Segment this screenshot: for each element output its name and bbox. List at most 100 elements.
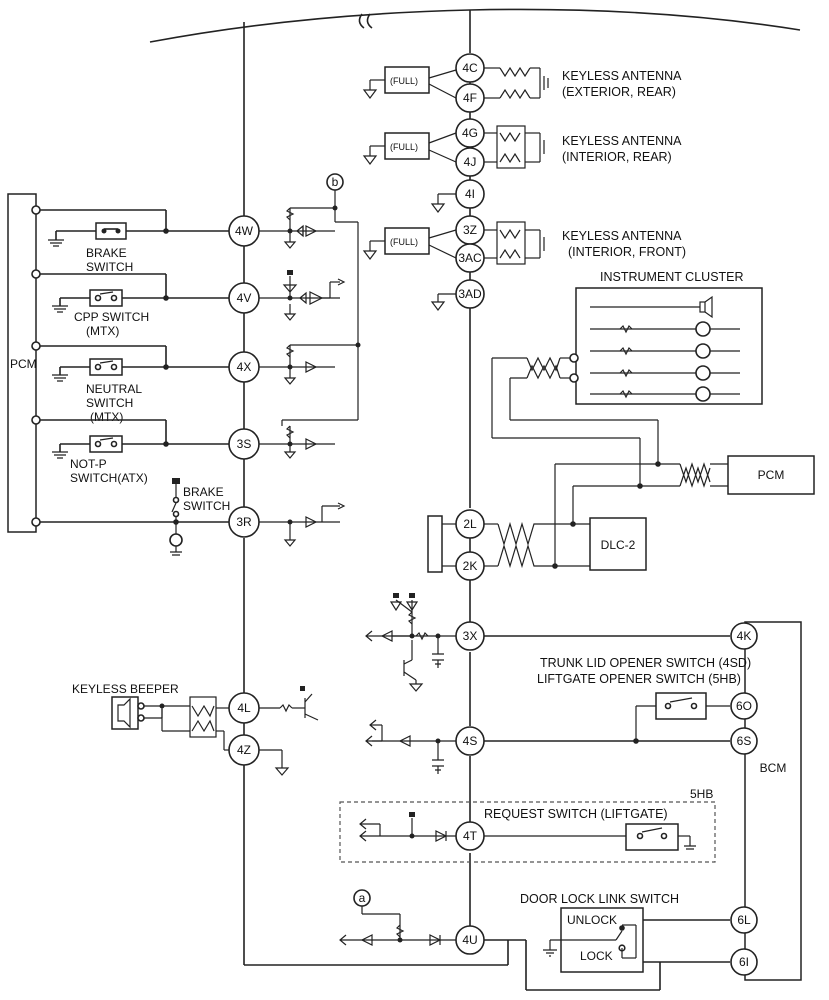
liftgate-option-box [339, 801, 716, 863]
pin-4i-label: 4I [465, 187, 475, 201]
connector-pins: 4C 4F 4G 4J 4I 3Z 3AC 3AD 4W 4V 4X 3S 3R… [228, 53, 758, 976]
liftgate-opener-label: LIFTGATE OPENER SWITCH (5HB) [537, 672, 741, 686]
antenna-int-front-label-1: KEYLESS ANTENNA [562, 229, 682, 243]
pin-4z [228, 734, 260, 766]
request-switch-label: REQUEST SWITCH (LIFTGATE) [484, 807, 668, 821]
instrument-cluster-label: INSTRUMENT CLUSTER [600, 270, 744, 284]
pcm-box-right [727, 455, 815, 495]
brake-switch-label-2: SWITCH [86, 260, 133, 274]
pin-4l-label: 4L [237, 701, 251, 715]
neutral-switch-label-2: SWITCH [86, 396, 133, 410]
pin-6o [730, 692, 758, 720]
pin-3ad-label: 3AD [458, 287, 482, 301]
keyless-antenna-interior-rear: (FULL) KEYLESS ANTENNA (INTERIOR, REAR) [362, 125, 682, 213]
pcm-left-label: PCM [10, 357, 37, 371]
full-label-3: (FULL) [390, 237, 418, 247]
ref-b-label: b [332, 175, 339, 189]
pin-3s-label: 3S [237, 437, 252, 451]
pin-4x-label: 4X [237, 360, 252, 374]
keyless-beeper: KEYLESS BEEPER [72, 682, 230, 751]
pin-2k-label: 2K [463, 559, 478, 573]
bcm-label: BCM [760, 761, 787, 775]
pin-4k-label: 4K [737, 629, 752, 643]
pin-4u [455, 925, 485, 955]
pcm-right-label: PCM [758, 468, 785, 482]
keyless-beeper-label: KEYLESS BEEPER [72, 682, 179, 696]
brake-switch-b-label: BRAKE [183, 485, 224, 499]
brake-switch-symbol [95, 222, 127, 240]
ref-b-circle [326, 173, 344, 191]
antenna-ext-rear-label-1: KEYLESS ANTENNA [562, 69, 682, 83]
neutral-switch-label: NEUTRAL [86, 382, 142, 396]
pin-6l [730, 906, 758, 934]
pin-6s-label: 6S [737, 734, 752, 748]
full-label-1: (FULL) [390, 76, 418, 86]
pin-2k [455, 551, 485, 581]
5hb-label: 5HB [690, 787, 713, 801]
unlock-label: UNLOCK [567, 913, 617, 927]
pin-3z-label: 3Z [463, 223, 477, 237]
pin-4z-label: 4Z [237, 743, 251, 757]
pin-3x-label: 3X [463, 629, 478, 643]
pin-6i-label: 6I [739, 955, 749, 969]
pin-4g-label: 4G [462, 126, 478, 140]
pin-4t-label: 4T [463, 829, 478, 843]
pin-4j-label: 4J [464, 155, 477, 169]
pcm-box-left [7, 193, 37, 533]
neutral-switch-label-3: (MTX) [90, 410, 123, 424]
pin-4x [228, 351, 260, 383]
pin-3ad [455, 279, 485, 309]
pin-4v-label: 4V [237, 291, 252, 305]
pin-6l-label: 6L [737, 913, 751, 927]
antenna-int-rear-label-1: KEYLESS ANTENNA [562, 134, 682, 148]
brake-switch-b-label-2: SWITCH [183, 499, 230, 513]
connector-2l-2k [427, 515, 443, 573]
door-lock-link-label: DOOR LOCK LINK SWITCH [520, 892, 679, 906]
trunk-liftgate-switch [655, 692, 707, 720]
pin-4k [730, 622, 758, 650]
trunk-opener-label: TRUNK LID OPENER SWITCH (4SD) [540, 656, 751, 670]
notp-switch-label-2: SWITCH(ATX) [70, 471, 148, 485]
keyless-antenna-interior-front: (FULL) KEYLESS ANTENNA (INTERIOR, FRONT) [362, 221, 686, 311]
pin-6s [730, 727, 758, 755]
pin-3r [228, 506, 260, 538]
pin-4w [228, 215, 260, 247]
cpp-switch-label-2: (MTX) [86, 324, 119, 338]
pin-4w-label: 4W [235, 224, 254, 238]
full-box-3 [384, 227, 430, 255]
pin-4v [228, 282, 260, 314]
ref-a-label: a [359, 891, 366, 905]
pin-3ac-label: 3AC [458, 251, 482, 265]
pin-4t [455, 821, 485, 851]
harness-curve [149, 8, 801, 43]
pin-3s [228, 428, 260, 460]
pin-3x [455, 621, 485, 651]
keyless-antenna-exterior-rear: (FULL) KEYLESS ANTENNA (EXTERIOR, REAR) [362, 66, 682, 100]
notp-switch-label: NOT-P [70, 457, 107, 471]
dlc2-box [589, 517, 647, 571]
instrument-cluster-box [575, 287, 763, 405]
request-switch-symbol [625, 823, 679, 851]
cpp-switch-label: CPP SWITCH [74, 310, 149, 324]
pin-6i [730, 948, 758, 976]
pin-2l-label: 2L [463, 517, 477, 531]
full-box-2 [384, 132, 430, 160]
pin-4u-label: 4U [462, 933, 477, 947]
pin-4f-label: 4F [463, 91, 477, 105]
pin-4c-label: 4C [462, 61, 478, 75]
pin-3r-label: 3R [236, 515, 252, 529]
ref-a-circle [353, 889, 371, 907]
antenna-int-rear-label-2: (INTERIOR, REAR) [562, 150, 672, 164]
pin-6o-label: 6O [736, 699, 752, 713]
harness-break-mark [358, 13, 373, 29]
full-label-2: (FULL) [390, 142, 418, 152]
pin-4s [455, 726, 485, 756]
instrument-cluster: INSTRUMENT CLUSTER [526, 270, 763, 405]
brake-switch-label: BRAKE [86, 246, 127, 260]
pin-4s-label: 4S [463, 734, 478, 748]
lock-label: LOCK [580, 949, 613, 963]
antenna-int-front-label-2: (INTERIOR, FRONT) [568, 245, 686, 259]
antenna-ext-rear-label-2: (EXTERIOR, REAR) [562, 85, 676, 99]
dlc2-label: DLC-2 [601, 538, 636, 552]
